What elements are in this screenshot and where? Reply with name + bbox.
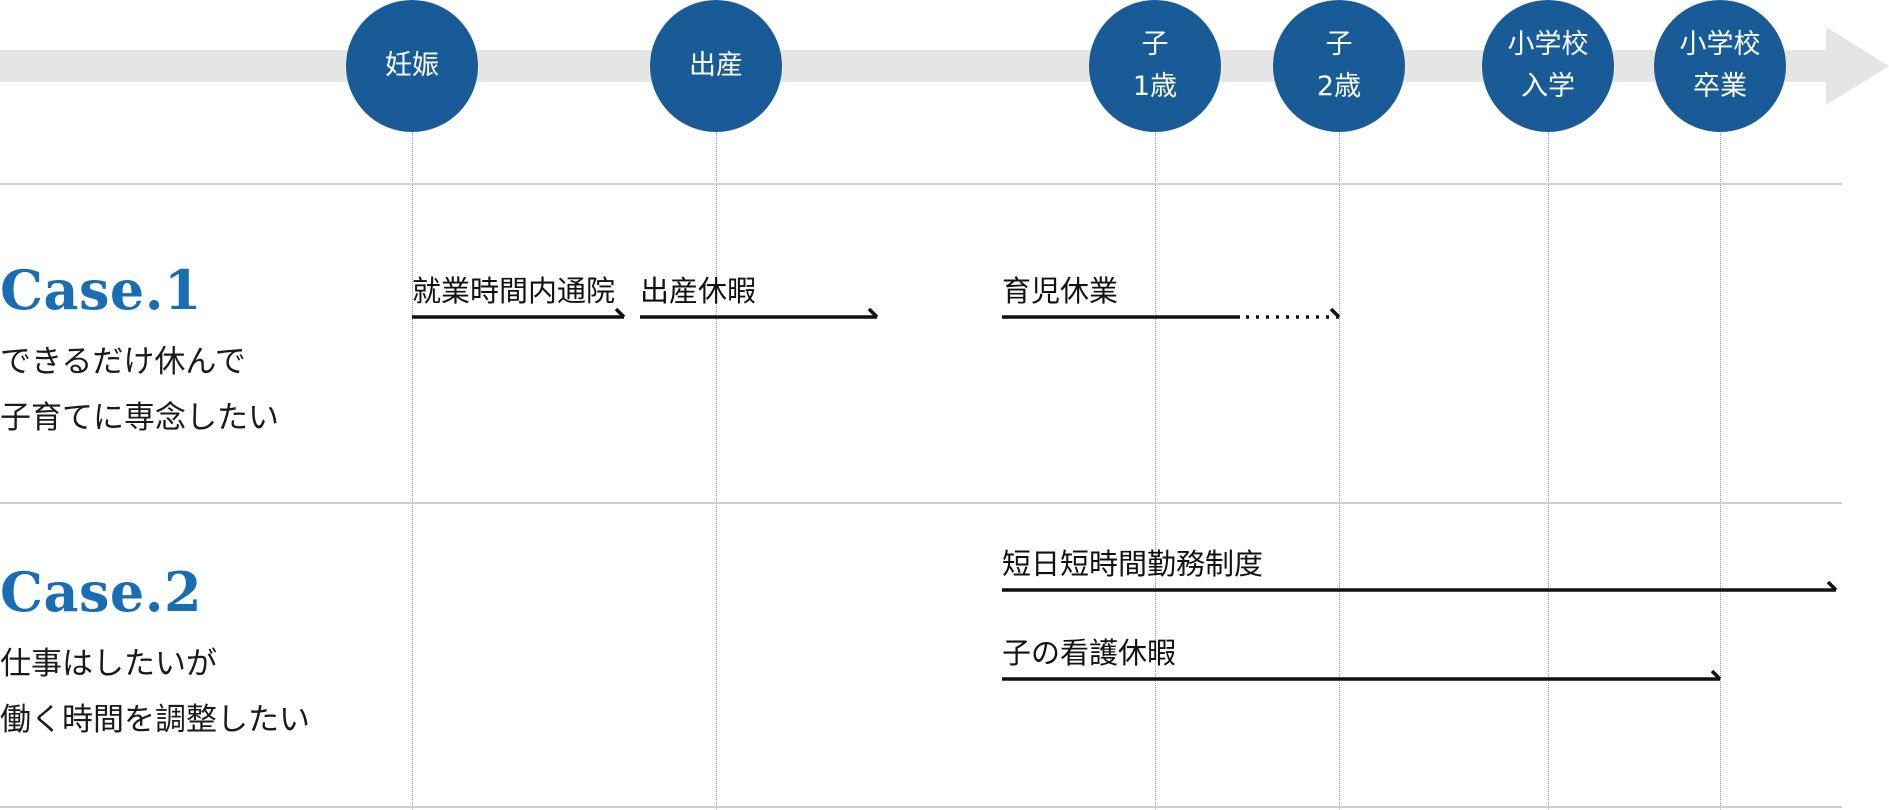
milestone-label-line2: 入学 [1521, 71, 1575, 102]
case-1-description-line1: できるだけ休んで [0, 344, 246, 380]
milestone-school-entry: 小学校 入学 [1482, 0, 1614, 132]
milestone-label: 出産 [689, 50, 743, 81]
milestone-label-line1: 小学校 [1679, 29, 1761, 60]
milestone-school-graduation: 小学校 卒業 [1654, 0, 1786, 132]
milestone-label-line1: 子 [1141, 29, 1169, 60]
milestone-label-line2: 卒業 [1693, 71, 1747, 102]
milestone-label-line2: 1歳 [1132, 71, 1178, 102]
row-divider-middle [0, 502, 1842, 504]
guide-line-pregnancy [412, 130, 413, 810]
milestone-label-line1: 小学校 [1507, 29, 1589, 60]
guide-line-birth [716, 130, 717, 810]
guide-line-school-entry [1548, 130, 1549, 810]
case-1-title: Case.1 [0, 258, 203, 322]
guide-line-school-graduation [1720, 130, 1721, 810]
milestone-child-1: 子 1歳 [1089, 0, 1221, 132]
case-1-description: できるだけ休んで 子育てに専念したい [0, 334, 279, 446]
bar-short-hours-system [1002, 580, 1838, 592]
bar-label-child-nursing-leave: 子の看護休暇 [1002, 636, 1177, 670]
case-2-description-line2: 働く時間を調整したい [0, 702, 310, 738]
bar-child-nursing-leave [1002, 669, 1722, 681]
milestone-child-2: 子 2歳 [1273, 0, 1405, 132]
bar-maternity-leave [640, 307, 879, 319]
case-2-title: Case.2 [0, 560, 203, 624]
bar-childcare-leave [1002, 307, 1341, 319]
bar-label-childcare-leave: 育児休業 [1002, 274, 1119, 308]
case-1-description-line2: 子育てに専念したい [0, 400, 279, 436]
milestone-birth: 出産 [650, 0, 782, 132]
milestone-label: 妊娠 [385, 50, 439, 81]
guide-line-child-1 [1155, 130, 1156, 810]
bar-label-short-hours-system: 短日短時間勤務制度 [1002, 547, 1264, 581]
bar-label-maternity-leave: 出産休暇 [640, 274, 757, 308]
case-2-description-line1: 仕事はしたいが [0, 646, 217, 682]
case-2-description: 仕事はしたいが 働く時間を調整したい [0, 636, 310, 748]
milestone-label-line2: 2歳 [1316, 71, 1362, 102]
bar-label-hospital-visits: 就業時間内通院 [412, 274, 616, 308]
row-divider-top [0, 183, 1842, 185]
milestone-label-line1: 子 [1325, 29, 1353, 60]
guide-line-child-2 [1339, 130, 1340, 810]
bar-hospital-visits [412, 307, 626, 319]
row-divider-bottom [0, 806, 1842, 808]
milestone-pregnancy: 妊娠 [346, 0, 478, 132]
